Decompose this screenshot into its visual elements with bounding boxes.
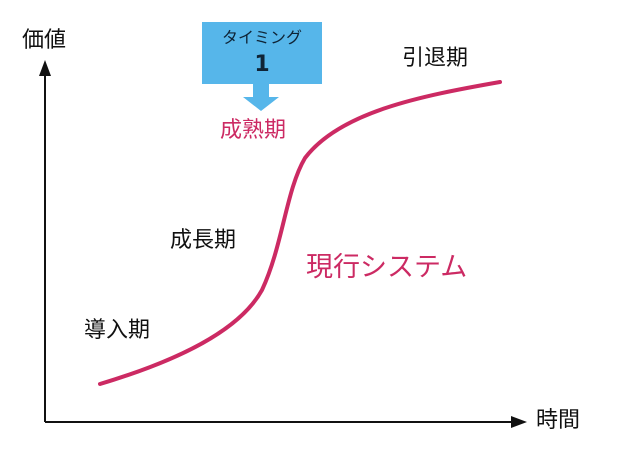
y-axis-arrowhead xyxy=(39,60,51,76)
stage-introduction-label: 導入期 xyxy=(84,318,151,343)
current-system-label: 現行システム xyxy=(306,252,468,283)
lifecycle-curve xyxy=(98,80,502,386)
y-axis-label: 価値 xyxy=(22,28,67,53)
callout-arrow xyxy=(243,84,279,111)
callout-number: 1 xyxy=(254,52,270,77)
timing-callout: タイミング 1 xyxy=(202,22,322,84)
callout-title: タイミング xyxy=(221,28,302,47)
x-axis-arrowhead xyxy=(511,416,527,428)
stage-maturity-label: 成熟期 xyxy=(220,118,287,143)
stage-decline-label: 引退期 xyxy=(402,46,469,71)
x-axis-label: 時間 xyxy=(536,408,581,433)
stage-growth-label: 成長期 xyxy=(170,228,237,253)
